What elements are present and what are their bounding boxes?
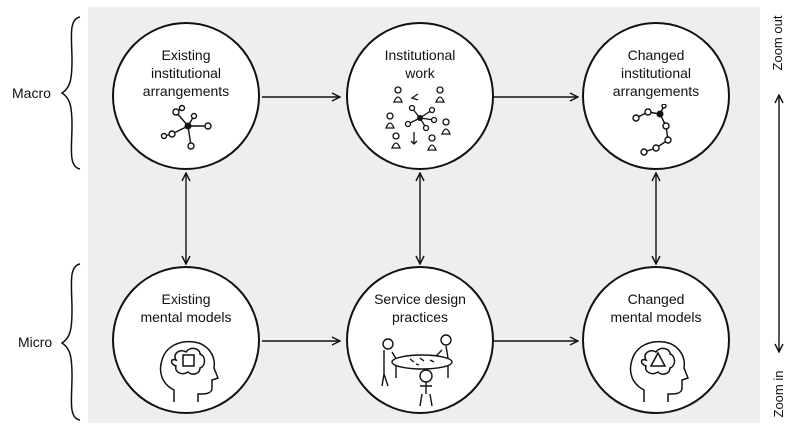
zoom-out-label: Zoom out: [770, 15, 785, 71]
node-label: Existing institutional arrangements: [142, 47, 230, 99]
head-triangle-icon: [629, 340, 689, 402]
head-square-icon: [159, 340, 219, 402]
node-label: Changed mental models: [610, 291, 702, 325]
people-network-icon: [385, 86, 451, 151]
node-existing-institutional-arrangements: Existing institutional arrangements: [112, 22, 260, 170]
node-label: Institutional work: [384, 47, 456, 81]
network-icon: [632, 104, 672, 156]
node-existing-mental-models: Existing mental models: [112, 266, 260, 414]
node-changed-institutional-arrangements: Changed institutional arrangements: [582, 22, 730, 170]
macro-label: Macro: [12, 85, 51, 101]
node-label: Service design practices: [374, 291, 466, 325]
network-icon: [160, 104, 212, 150]
node-label: Changed institutional arrangements: [612, 47, 700, 99]
node-label: Existing mental models: [140, 291, 232, 325]
node-changed-mental-models: Changed mental models: [582, 266, 730, 414]
macro-brace: [60, 16, 81, 170]
node-institutional-work: Institutional work: [346, 22, 494, 170]
micro-brace: [60, 263, 81, 421]
micro-label: Micro: [18, 334, 53, 350]
zoom-in-label: Zoom in: [771, 370, 786, 418]
node-service-design-practices: Service design practices: [346, 266, 494, 414]
table-meeting-icon: [381, 334, 453, 407]
